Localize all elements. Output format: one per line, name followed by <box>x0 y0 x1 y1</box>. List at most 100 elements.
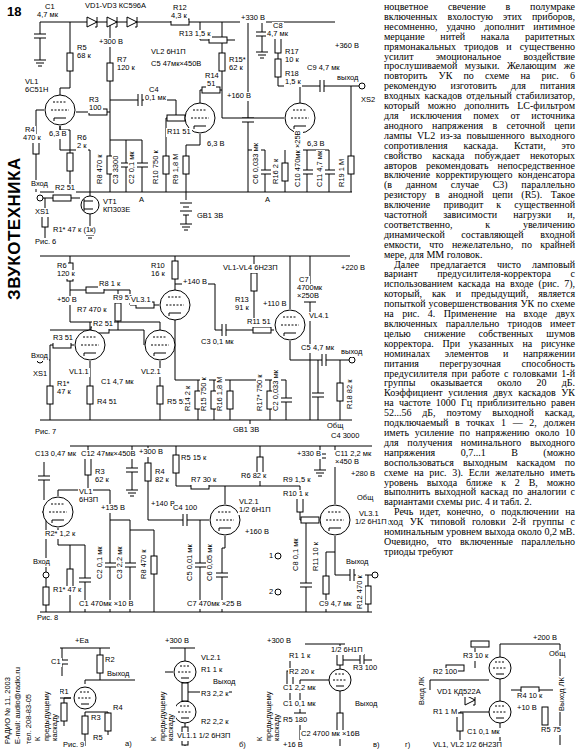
vertical-label: R14 2 к <box>184 385 193 412</box>
part-label: R11 51 <box>246 318 272 327</box>
part-label: +200 В <box>532 634 558 643</box>
part-label: +330 В <box>240 14 266 23</box>
part-label: VL1, VL2 1/2 6Н23П <box>432 741 503 750</box>
part-label: R9 1,5 к <box>282 476 311 485</box>
vertical-label: C6 0,033 мк <box>252 142 261 185</box>
component-symbol <box>322 354 326 366</box>
component-symbol <box>151 556 157 574</box>
component-symbol <box>37 195 43 201</box>
component-symbol <box>222 324 226 336</box>
component-symbol <box>323 576 329 594</box>
part-label: 4,7 мк <box>36 11 59 20</box>
part-label: C3 0,1 мк <box>200 338 235 347</box>
component-symbol <box>219 53 225 71</box>
component-symbol <box>82 716 88 734</box>
component-symbol <box>138 94 142 106</box>
part-label: выход <box>340 348 363 357</box>
component-symbol <box>126 490 138 496</box>
component-symbol <box>227 391 233 409</box>
component-symbol <box>45 95 75 125</box>
symbol-part <box>81 196 99 214</box>
body-text: ноцветное свечение в полумраке включенны… <box>384 2 575 260</box>
component-symbol <box>275 59 281 77</box>
part-label: 6,3 В <box>48 130 68 139</box>
vertical-label: E-mail: audio@radio.ru <box>14 666 23 745</box>
vertical-label: тел. 208-83-05 <box>25 693 34 745</box>
vertical-label: R16 2 к <box>272 158 281 185</box>
vertical-label: К предыдущему каскаду <box>150 688 176 742</box>
component-symbol <box>280 398 292 402</box>
vertical-label: R17* 750 к <box>256 373 265 412</box>
component-symbol <box>163 156 169 174</box>
part-label: Выход <box>345 558 369 567</box>
part-label: +135 В <box>100 504 126 513</box>
part-label: +220 В <box>340 264 366 273</box>
part-label: C2 4700 мк ×16В <box>300 730 361 739</box>
component-symbol <box>301 517 319 523</box>
part-label: 1/2 6Н1П <box>238 506 272 515</box>
component-symbol <box>282 163 288 181</box>
part-label: +300 В <box>98 38 124 47</box>
vertical-label: К предыдущему каскаду <box>256 688 282 742</box>
component-symbol <box>348 156 354 174</box>
vertical-label: РАДИО № 11, 2003 <box>4 676 13 745</box>
part-label: Вход <box>30 352 49 361</box>
vertical-label: C2 0,033 мк <box>272 369 281 412</box>
part-label: Вход <box>30 180 49 189</box>
part-label: R2 100 <box>432 668 458 677</box>
part-label: R3 100 <box>352 664 378 673</box>
part-label: 68 к <box>76 52 92 61</box>
part-label: R1* 47 к <box>52 586 82 595</box>
part-label: +110 В <box>262 300 287 309</box>
part-label: R5 <box>92 734 104 743</box>
part-label: г) <box>404 741 411 750</box>
part-label: R5 180 <box>282 716 308 725</box>
component-symbol <box>87 386 93 404</box>
part-label: +50 В <box>56 296 78 305</box>
component-symbol <box>127 17 137 27</box>
part-label: C12 47мк×450В <box>80 450 137 459</box>
part-label: R13 1,5 к <box>178 30 212 39</box>
component-symbol <box>136 163 148 167</box>
part-label: R4 51 <box>96 398 118 407</box>
part-label: R2 <box>104 656 116 665</box>
part-label: R6 82 к <box>240 472 267 481</box>
part-label: Рис. 6 <box>34 238 57 247</box>
part-label: +160 В <box>244 528 270 537</box>
part-label: R7 30 к <box>190 476 217 485</box>
component-symbol <box>251 273 257 291</box>
component-symbol <box>157 386 163 404</box>
vertical-label: R10 750 к <box>152 149 161 185</box>
part-label: R2 51 <box>92 320 114 329</box>
part-label: 10 к <box>284 56 300 65</box>
part-label: VL2.1 <box>140 368 162 377</box>
component-symbol <box>329 669 351 691</box>
vertical-label: R15 750 к <box>200 376 209 412</box>
part-label: VL2.1 <box>200 654 222 663</box>
part-label: R1 1 к <box>200 666 223 675</box>
part-label: VL4.1 <box>308 312 330 321</box>
part-label: +280 В <box>350 470 376 479</box>
component-symbol <box>115 303 121 321</box>
part-label: C5 <box>300 344 312 353</box>
vertical-label: R8 470 к <box>96 153 105 185</box>
part-label: R5 75 <box>540 726 562 735</box>
part-label: C1 2,2 мк <box>282 684 317 693</box>
component-symbol <box>67 153 73 171</box>
part-label: VD1 КД522А <box>436 688 482 697</box>
part-label: Общ <box>356 494 374 503</box>
wire <box>58 648 135 746</box>
component-symbol <box>172 261 178 279</box>
part-label: 4,7 мк <box>266 30 289 39</box>
part-label: R4 <box>112 704 124 713</box>
part-label: +330 В <box>296 450 322 459</box>
section-heading: ЗВУКОТЕХНИКА <box>5 157 25 300</box>
vertical-label: C11 4,7 мк <box>316 150 325 188</box>
part-label: 120 к <box>56 270 76 279</box>
component-symbol <box>53 342 71 348</box>
part-label: Общ <box>326 422 344 431</box>
part-label: R2* 1,2 к <box>44 530 76 539</box>
component-symbol <box>126 468 138 472</box>
